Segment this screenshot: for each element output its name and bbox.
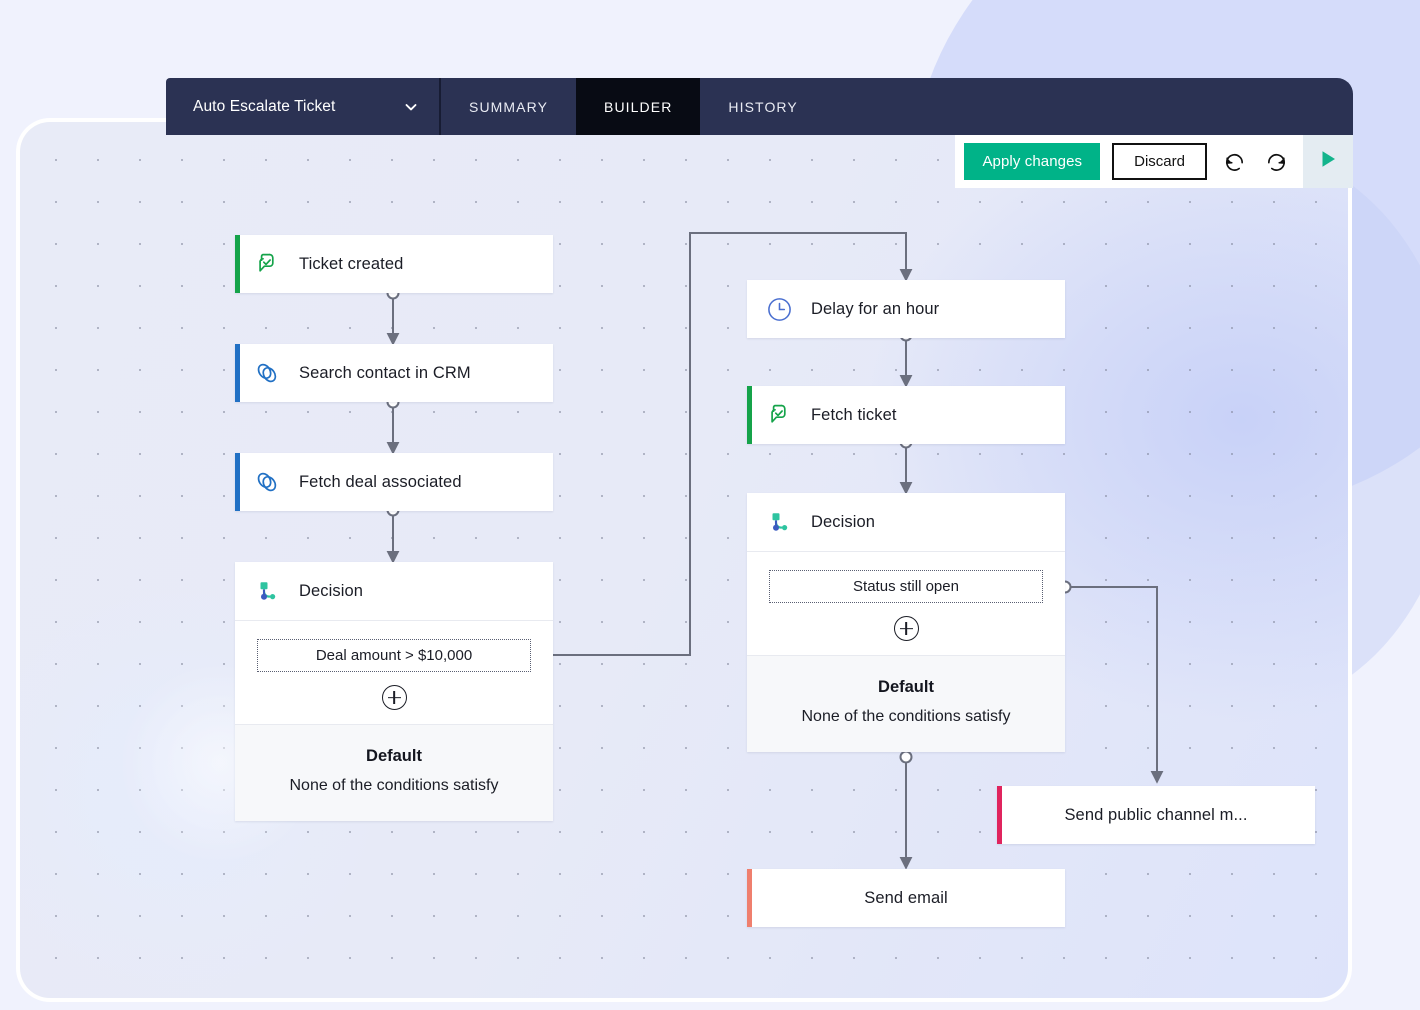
decision-branch-icon [765, 508, 793, 536]
link-chain-icon [253, 359, 281, 387]
node-stripe [997, 786, 1002, 844]
decision-branch-icon [253, 577, 281, 605]
node-stripe [747, 386, 752, 444]
builder-toolbar: Apply changes Discard [955, 135, 1353, 188]
decision-conditions: Status still open [747, 551, 1065, 655]
redo-icon[interactable] [1261, 146, 1291, 178]
node-title: Ticket created [299, 254, 404, 273]
node-title: Decision [811, 512, 876, 531]
node-ticket-created[interactable]: Ticket created [235, 235, 553, 293]
workflow-canvas-frame: Ticket created Search contact in CRM [16, 118, 1352, 1002]
node-title: Send email [864, 888, 948, 907]
app-header: Auto Escalate Ticket SUMMARY BUILDER HIS… [166, 78, 1353, 135]
tab-history[interactable]: HISTORY [728, 98, 798, 115]
add-condition-button[interactable] [381, 685, 407, 710]
link-chain-icon [253, 468, 281, 496]
tab-summary[interactable]: SUMMARY [469, 98, 549, 115]
node-send-email[interactable]: Send email [747, 869, 1065, 927]
clock-icon [765, 295, 793, 323]
node-fetch-deal-associated[interactable]: Fetch deal associated [235, 453, 553, 511]
ticket-created-icon [765, 401, 793, 429]
play-icon [1317, 148, 1339, 175]
decision-conditions: Deal amount > $10,000 [235, 620, 553, 724]
ticket-created-icon [253, 250, 281, 278]
node-decision-left[interactable]: Decision Deal amount > $10,000 Default N… [235, 562, 553, 821]
node-stripe [235, 235, 240, 293]
decision-default-branch[interactable]: Default None of the conditions satisfy [235, 724, 553, 821]
condition-chip[interactable]: Deal amount > $10,000 [257, 639, 531, 672]
default-title: Default [366, 747, 422, 765]
node-title: Fetch ticket [811, 405, 897, 424]
node-title: Send public channel m... [1064, 805, 1248, 824]
node-stripe [235, 453, 240, 511]
default-title: Default [878, 678, 934, 696]
node-title: Fetch deal associated [299, 472, 462, 491]
node-stripe [747, 869, 752, 927]
node-decision-right[interactable]: Decision Status still open Default None … [747, 493, 1065, 752]
node-title: Decision [299, 581, 364, 600]
apply-changes-button[interactable]: Apply changes [964, 143, 1101, 180]
workflow-name-label: Auto Escalate Ticket [193, 97, 336, 115]
node-stripe [235, 344, 240, 402]
run-workflow-button[interactable] [1303, 135, 1353, 188]
decision-default-branch[interactable]: Default None of the conditions satisfy [747, 655, 1065, 752]
undo-icon[interactable] [1219, 146, 1249, 178]
tab-builder[interactable]: BUILDER [576, 78, 701, 135]
node-send-public-channel-message[interactable]: Send public channel m... [997, 786, 1315, 844]
condition-chip[interactable]: Status still open [769, 570, 1043, 603]
add-condition-button[interactable] [893, 616, 919, 641]
default-subtitle: None of the conditions satisfy [801, 708, 1011, 725]
nav-tabs: SUMMARY BUILDER HISTORY [441, 78, 826, 135]
node-fetch-ticket[interactable]: Fetch ticket [747, 386, 1065, 444]
chevron-down-icon [404, 100, 417, 113]
node-search-contact-in-crm[interactable]: Search contact in CRM [235, 344, 553, 402]
workflow-name-dropdown[interactable]: Auto Escalate Ticket [166, 78, 441, 135]
workflow-canvas[interactable]: Ticket created Search contact in CRM [20, 122, 1348, 998]
discard-button[interactable]: Discard [1112, 143, 1207, 180]
node-delay-for-an-hour[interactable]: Delay for an hour [747, 280, 1065, 338]
node-title: Search contact in CRM [299, 363, 471, 382]
node-title: Delay for an hour [811, 299, 940, 318]
default-subtitle: None of the conditions satisfy [289, 777, 499, 794]
